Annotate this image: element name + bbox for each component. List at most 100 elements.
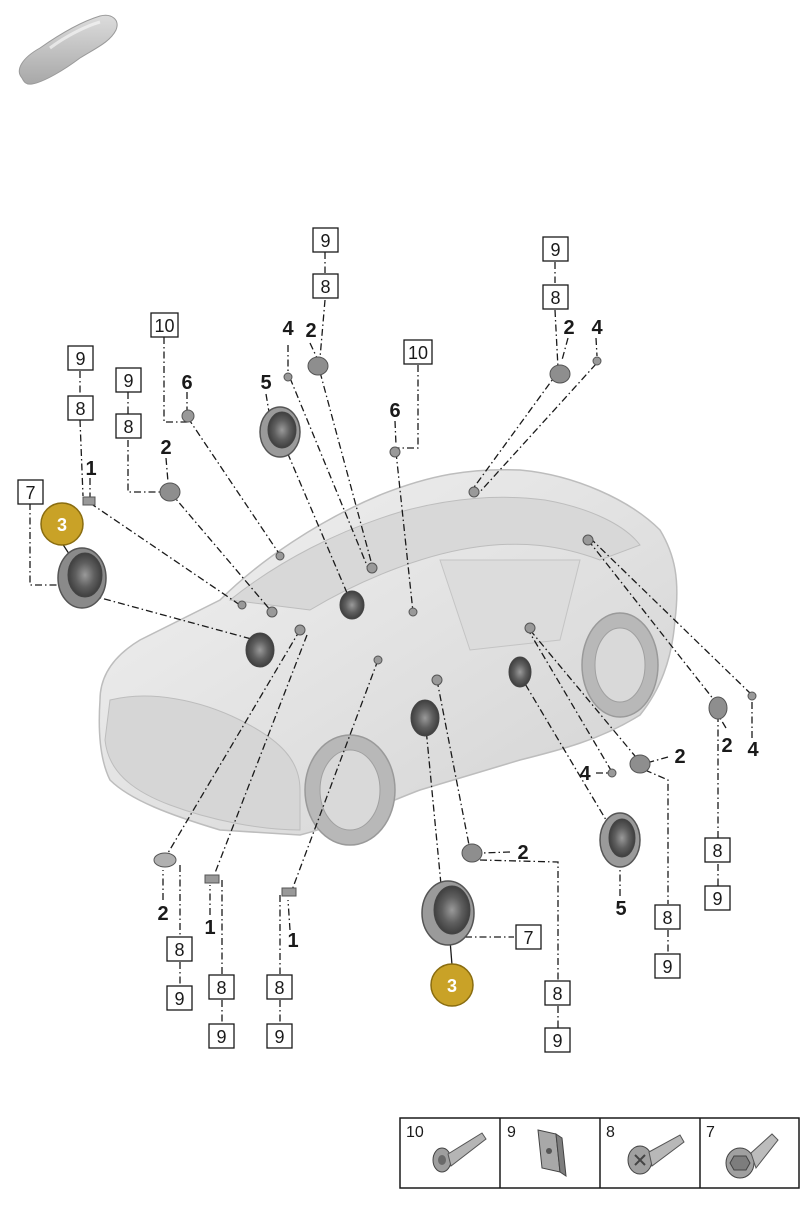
legend-number: 10 xyxy=(406,1124,424,1141)
svg-text:9: 9 xyxy=(274,1027,284,1047)
callout-2: 2 xyxy=(721,735,732,757)
callout-9: 9 xyxy=(544,1027,571,1053)
callout-8: 8 xyxy=(67,395,94,421)
callout-8: 8 xyxy=(544,980,571,1006)
badge-3-left: 3 xyxy=(40,502,84,546)
svg-text:9: 9 xyxy=(712,889,722,909)
tweeter-2-bottom xyxy=(461,843,483,863)
speaker-3-bottom xyxy=(421,880,475,946)
callout-8: 8 xyxy=(312,273,339,299)
callout-1: 1 xyxy=(85,458,96,480)
callout-6: 6 xyxy=(389,400,400,422)
callout-9: 9 xyxy=(208,1023,235,1049)
callout-2: 2 xyxy=(517,842,528,864)
callout-7: 7 xyxy=(17,479,44,505)
svg-text:9: 9 xyxy=(320,231,330,251)
car-body xyxy=(98,468,678,846)
legend-cell-8: 8 xyxy=(606,1124,685,1175)
svg-text:9: 9 xyxy=(550,240,560,260)
callouts: 9 8 9 8 10 4 2 10 9 8 2 4 9 8 6 5 6 1 2 … xyxy=(17,227,759,1053)
callout-8: 8 xyxy=(208,974,235,1000)
tweeter-2-top-right xyxy=(549,364,571,384)
legend-number: 7 xyxy=(706,1124,715,1141)
callout-8: 8 xyxy=(115,413,142,439)
svg-text:8: 8 xyxy=(216,978,226,998)
svg-text:8: 8 xyxy=(550,288,560,308)
fastener-legend: 10 9 8 7 xyxy=(399,1117,800,1189)
callout-8: 8 xyxy=(654,904,681,930)
svg-text:8: 8 xyxy=(320,277,330,297)
callout-9: 9 xyxy=(266,1023,293,1049)
speaker-5-bottom xyxy=(599,812,641,868)
callout-9: 9 xyxy=(542,236,569,262)
flange-bolt-icon xyxy=(432,1132,487,1173)
callout-9: 9 xyxy=(704,885,731,911)
tweeter-2-top xyxy=(307,356,329,376)
callout-2: 2 xyxy=(563,317,574,339)
callout-2: 2 xyxy=(305,320,316,342)
callout-8: 8 xyxy=(166,936,193,962)
parts xyxy=(57,356,757,946)
svg-text:10: 10 xyxy=(408,343,428,363)
badge-3-bottom: 3 xyxy=(430,963,474,1007)
hex-bolt-icon xyxy=(725,1133,779,1179)
legend-cell-10: 10 xyxy=(406,1124,487,1173)
svg-text:9: 9 xyxy=(216,1027,226,1047)
callout-8: 8 xyxy=(704,837,731,863)
speaker-grille-tweeter-front xyxy=(245,632,275,668)
svg-text:9: 9 xyxy=(174,989,184,1009)
callout-4: 4 xyxy=(747,739,759,761)
legend-number: 9 xyxy=(507,1124,516,1141)
callout-4: 4 xyxy=(579,763,591,785)
callout-6: 6 xyxy=(181,372,192,394)
svg-text:9: 9 xyxy=(552,1031,562,1051)
speed-nut-clip-icon xyxy=(537,1129,567,1178)
speaker-grille-roof xyxy=(339,590,365,620)
legend-cell-9: 9 xyxy=(507,1124,567,1178)
speaker-grille-large-left xyxy=(57,547,107,609)
svg-text:7: 7 xyxy=(523,928,533,948)
clip-small-parts xyxy=(82,356,757,897)
callout-1: 1 xyxy=(287,930,298,952)
callout-9: 9 xyxy=(654,953,681,979)
callout-7: 7 xyxy=(515,924,542,950)
svg-text:8: 8 xyxy=(712,841,722,861)
svg-text:8: 8 xyxy=(123,417,133,437)
callout-2: 2 xyxy=(160,437,171,459)
svg-text:7: 7 xyxy=(25,483,35,503)
svg-text:10: 10 xyxy=(154,316,174,336)
callout-8: 8 xyxy=(542,284,569,310)
legend-cell-7: 7 xyxy=(706,1124,779,1179)
callout-9: 9 xyxy=(115,367,142,393)
callout-4: 4 xyxy=(282,318,294,340)
svg-text:8: 8 xyxy=(274,978,284,998)
svg-text:3: 3 xyxy=(57,515,67,535)
callout-10: 10 xyxy=(403,339,433,365)
svg-text:3: 3 xyxy=(447,976,457,996)
callout-9: 9 xyxy=(166,985,193,1011)
callout-8: 8 xyxy=(266,974,293,1000)
tweeter-2-left xyxy=(159,482,181,502)
callout-9: 9 xyxy=(67,345,94,371)
car-silhouette-icon xyxy=(18,14,118,85)
svg-text:8: 8 xyxy=(75,399,85,419)
callout-1: 1 xyxy=(204,917,215,939)
speaker-5-top xyxy=(259,406,301,458)
tweeter-2-rear-mid xyxy=(629,754,651,774)
leader-lines xyxy=(29,252,753,1028)
callout-2: 2 xyxy=(674,746,685,768)
speaker-grille-door-front xyxy=(410,699,440,737)
callout-10: 10 xyxy=(150,312,179,338)
speaker-grille-rear-door xyxy=(508,656,532,688)
svg-text:8: 8 xyxy=(174,940,184,960)
callout-5: 5 xyxy=(615,898,626,920)
svg-text:8: 8 xyxy=(552,984,562,1004)
svg-text:8: 8 xyxy=(662,908,672,928)
tweeter-2-right xyxy=(708,696,728,720)
tweeter-2-bottom-left xyxy=(153,852,177,868)
callout-5: 5 xyxy=(260,372,271,394)
callout-9: 9 xyxy=(312,227,339,253)
svg-text:9: 9 xyxy=(123,371,133,391)
svg-text:9: 9 xyxy=(662,957,672,977)
